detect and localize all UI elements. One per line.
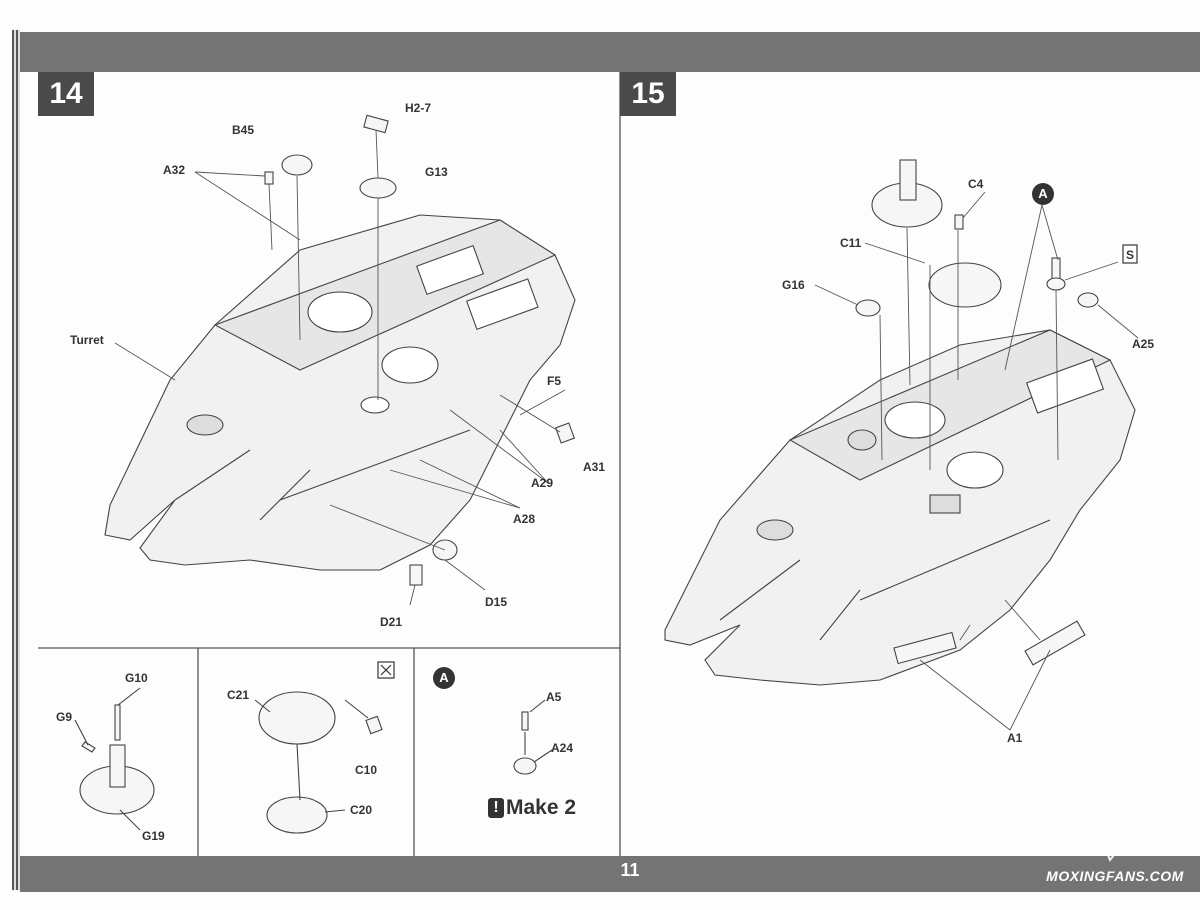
label-a5: A5 [546,690,562,704]
label-g13: G13 [425,165,448,179]
label-h2-7: H2-7 [405,101,432,115]
page-edge-strip [12,30,20,890]
step-15-number: 15 [620,72,676,116]
paper-plane-logo-icon [1067,788,1168,862]
label-g19: G19 [142,829,165,843]
subassembly-a-drawing [513,699,553,775]
callout-a-subassembly: A [433,667,455,689]
subassembly-c-drawing [254,691,383,834]
label-g16: G16 [782,278,805,292]
label-g10: G10 [125,671,148,685]
leader-lines-step15 [814,191,1139,731]
label-d15: D15 [485,595,508,609]
label-a29: A29 [531,476,554,490]
page-number: 11 [620,860,640,880]
label-c21: C21 [227,688,250,702]
cut-icon [377,661,395,679]
top-bar [20,32,1200,72]
make-text: Make 2 [506,796,577,819]
parts-step14 [264,114,576,586]
subassembly-g-drawing [74,687,155,831]
label-a24: A24 [551,741,574,755]
step-14-number: 14 [38,72,94,116]
label-d21: D21 [380,615,403,629]
label-b45: B45 [232,123,255,137]
watermark-text: MOXINGFANS.COM [1046,868,1184,884]
exclamation-icon: ! [488,798,504,818]
label-a28: A28 [513,512,536,526]
svg-text:S: S [1126,248,1134,262]
sprue-icon: S [1122,244,1138,264]
bottom-bar [20,856,1200,892]
label-a25: A25 [1132,337,1155,351]
label-c20: C20 [350,803,373,817]
label-c11: C11 [840,236,862,250]
label-turret: Turret [70,333,104,347]
turret-step15-drawing [664,329,1136,686]
label-a1: A1 [1007,731,1023,745]
label-c10: C10 [355,763,378,777]
parts-step15 [855,159,1099,666]
turret-step14-drawing [104,214,576,571]
label-g9: G9 [56,710,73,724]
label-a31: A31 [583,460,606,474]
callout-a-step15: A [1032,183,1054,205]
label-f5: F5 [547,374,562,388]
label-c4: C4 [968,177,984,191]
leader-lines-step14 [114,129,566,606]
make-quantity-note: ! Make 2 [488,796,576,820]
label-a32: A32 [163,163,186,177]
